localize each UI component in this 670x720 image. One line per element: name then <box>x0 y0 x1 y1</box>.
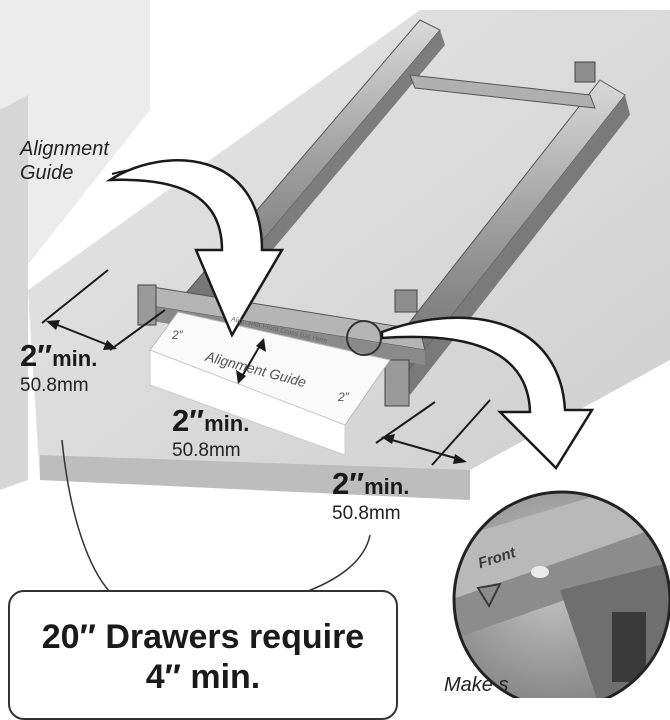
cabinet-front-edge <box>40 455 470 500</box>
dimension-arrows <box>41 269 491 466</box>
detail-callout-arrow <box>346 316 595 470</box>
zoom-detail-circle <box>452 490 670 698</box>
dimension-label-left: 2″min. 50.8mm <box>20 338 98 397</box>
dimension-label-center: 2″min. 50.8mm <box>172 403 250 462</box>
alignment-guide-label: Alignment Guide <box>20 138 109 184</box>
note-line-1: 20″ Drawers require <box>41 618 365 656</box>
note-leader-lines <box>61 439 371 595</box>
dimension-label-right: 2″min. 50.8mm <box>332 466 410 525</box>
alignment-guide-template <box>149 311 391 456</box>
template-edge-mark-right: 2″ <box>338 390 349 404</box>
diagram-drawing <box>0 0 670 698</box>
drawer-requirement-note: 20″ Drawers require 4″ min. <box>8 590 398 720</box>
rear-cross-bar <box>409 61 596 109</box>
cabinet-wall <box>0 0 150 490</box>
note-line-2: 4″ min. <box>145 658 261 696</box>
template-edge-mark-left: 2″ <box>172 328 183 342</box>
alignment-guide-arrow <box>105 159 285 338</box>
make-sure-label: Make s <box>444 674 509 696</box>
